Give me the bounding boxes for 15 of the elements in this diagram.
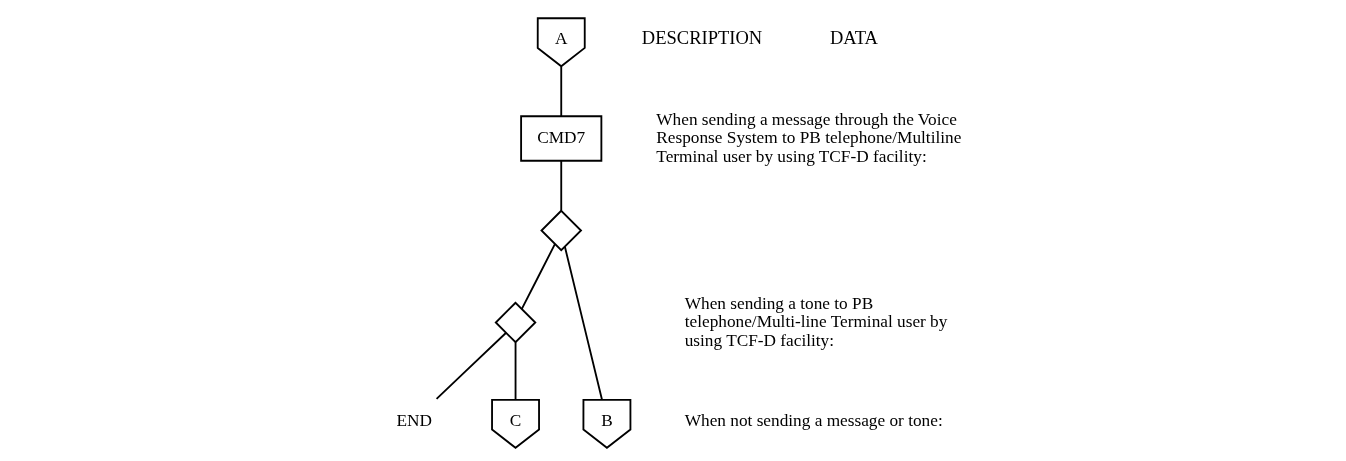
label: When sending a tone to PB telephone/Multi-line Terminal user by using TCF-D facility: bbox=[684, 293, 948, 350]
connector bbox=[564, 245, 603, 401]
connector bbox=[435, 332, 507, 400]
label: DATA bbox=[829, 27, 878, 49]
connector bbox=[560, 160, 563, 212]
connector bbox=[560, 65, 563, 118]
node-box: CMD7 bbox=[520, 115, 603, 162]
node-text: END bbox=[396, 410, 433, 430]
node-diamond bbox=[540, 209, 583, 252]
label: When not sending a message or tone: bbox=[684, 410, 943, 430]
node-diamond bbox=[494, 301, 537, 344]
label: When sending a message through the Voice Response System to PB telephone/Multiline Terminal user by using TCF-D facility: bbox=[656, 109, 962, 166]
connector bbox=[514, 341, 517, 401]
connector bbox=[520, 243, 556, 310]
label: DESCRIPTION bbox=[641, 27, 763, 49]
